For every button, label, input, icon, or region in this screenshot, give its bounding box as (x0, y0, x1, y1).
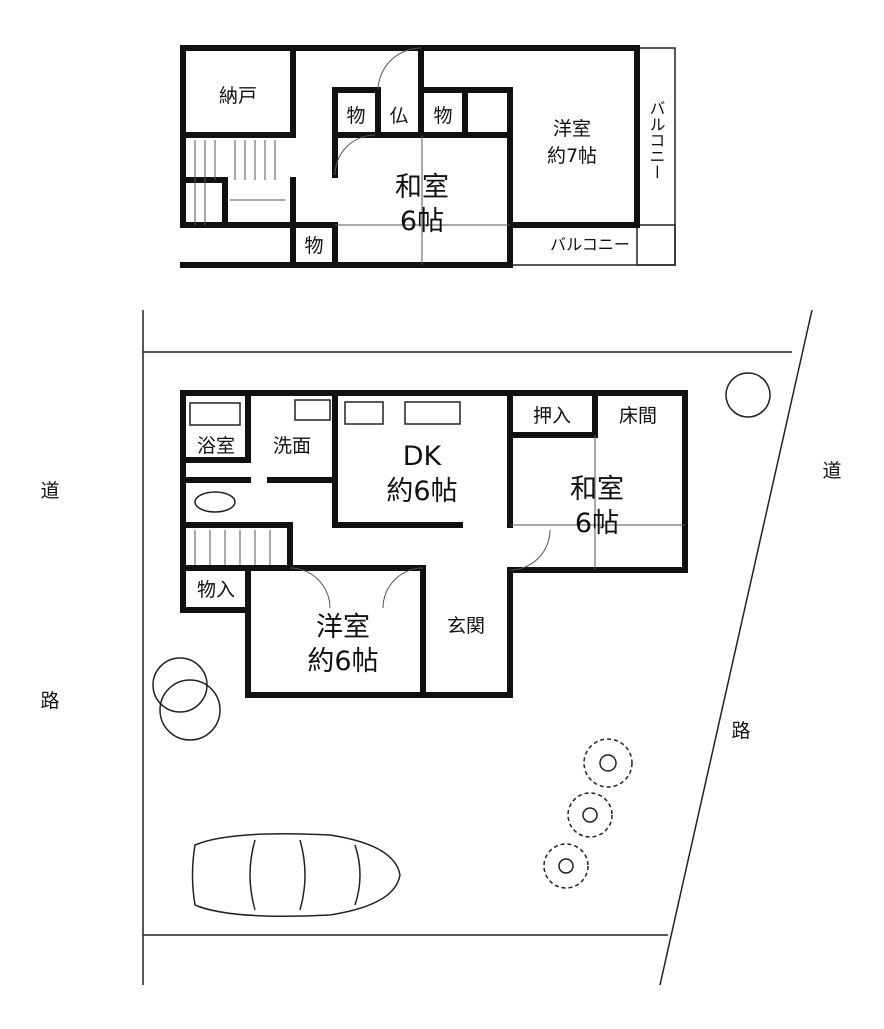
stairs-lower (194, 530, 271, 565)
tatami-lines (510, 435, 685, 570)
sink-icon (294, 399, 331, 421)
label-japanese-room-size: 6帖 (575, 508, 619, 539)
label-road-left-2: 路 (40, 690, 59, 712)
upper-floor: 納戸 物 仏 物 和室 6帖 洋室 約7帖 バルコニー バルコニー 物 (180, 45, 676, 268)
label-oshiire: 押入 (533, 405, 571, 427)
stairs-upper (194, 140, 285, 225)
label-western-room: 洋室 (316, 612, 370, 643)
stove-icon (344, 401, 384, 425)
tatami-lines (335, 135, 510, 265)
label-storage: 物入 (197, 579, 235, 601)
label-altar: 仏 (389, 105, 408, 127)
lower-floor: 浴室 洗面 DK 約6帖 押入 床間 和室 6帖 物入 洋室 約6帖 玄関 (180, 390, 688, 698)
label-road-right-1: 道 (822, 460, 841, 482)
label-western-room-size: 約6帖 (307, 646, 378, 677)
label-road-right-2: 路 (731, 720, 750, 742)
toilet-icon (194, 491, 236, 513)
label-bath: 浴室 (197, 435, 235, 457)
label-closet: 物 (346, 105, 365, 127)
label-closet: 物 (433, 105, 452, 127)
bathtub-icon (189, 402, 241, 426)
car-icon (191, 833, 401, 917)
site-boundary (142, 309, 813, 986)
label-tokonoma: 床間 (619, 405, 657, 427)
label-balcony-bottom: バルコニー (550, 235, 630, 254)
label-entrance: 玄関 (447, 615, 485, 637)
label-dk: DK (403, 441, 443, 472)
tree-icon (159, 679, 221, 741)
label-japanese-room: 和室 (395, 172, 449, 203)
door-swing (377, 47, 422, 91)
label-japanese-room-size: 6帖 (400, 206, 444, 237)
label-washroom: 洗面 (273, 435, 311, 457)
label-dk-size: 約6帖 (386, 476, 457, 507)
kitchen-sink-icon (404, 401, 461, 425)
label-closet-small: 物 (304, 235, 323, 257)
label-road-left-1: 道 (40, 480, 59, 502)
label-western-room-size: 約7帖 (547, 145, 597, 167)
label-western-room: 洋室 (553, 118, 591, 140)
tree-icon (725, 372, 771, 418)
label-storage-room: 納戸 (219, 85, 257, 107)
plant-icon (543, 738, 633, 889)
label-balcony-side: バルコニー (647, 100, 666, 180)
label-japanese-room: 和室 (570, 474, 624, 505)
